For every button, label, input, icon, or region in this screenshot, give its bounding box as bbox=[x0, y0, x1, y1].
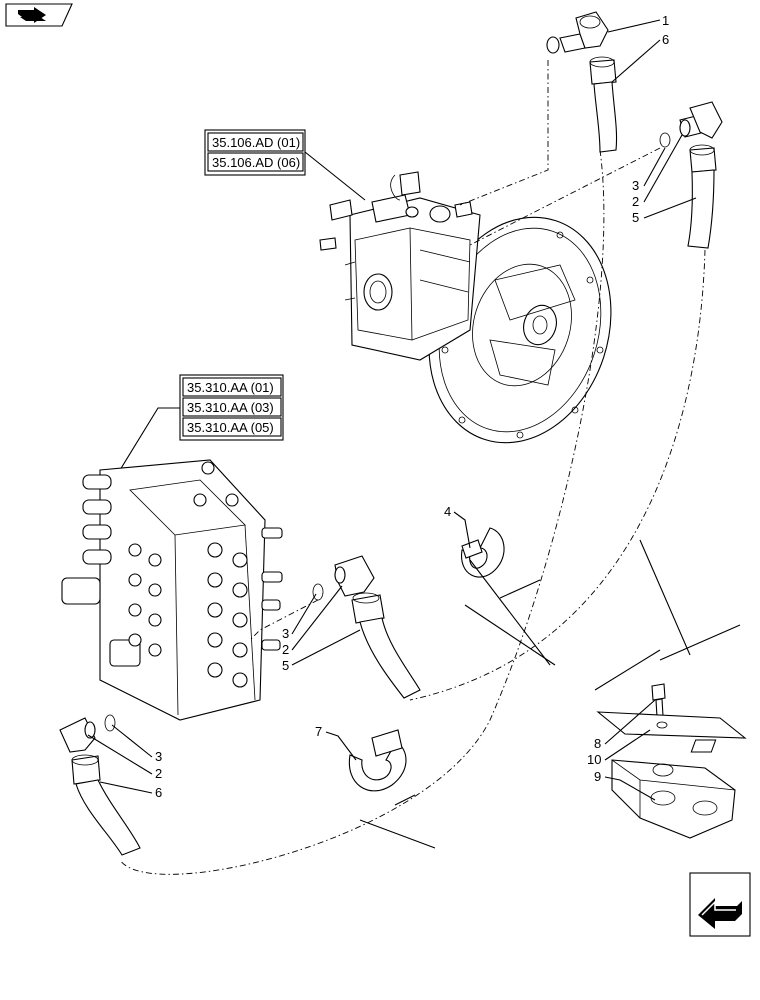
callout-labels: 1 6 3 2 5 4 3 2 5 3 2 6 7 8 10 9 bbox=[155, 13, 669, 800]
callout-3-low[interactable]: 3 bbox=[155, 749, 162, 764]
callout-5-top[interactable]: 5 bbox=[632, 210, 639, 225]
leader-lines bbox=[87, 19, 697, 801]
callout-2-mid[interactable]: 2 bbox=[282, 642, 289, 657]
callout-10[interactable]: 10 bbox=[587, 752, 601, 767]
callout-9[interactable]: 9 bbox=[594, 769, 601, 784]
hose-5-middle bbox=[351, 592, 421, 699]
elbow-fitting-right bbox=[659, 101, 723, 148]
hose-5-top bbox=[687, 144, 717, 249]
callout-8[interactable]: 8 bbox=[594, 736, 601, 751]
pump-ref-1[interactable]: 35.106.AD (01) bbox=[212, 135, 300, 150]
pump-ref-2[interactable]: 35.106.AD (06) bbox=[212, 155, 300, 170]
callout-4[interactable]: 4 bbox=[444, 504, 451, 519]
hose-6-lower bbox=[71, 754, 141, 856]
previous-page-arrow-icon[interactable] bbox=[689, 872, 751, 937]
elbow-fitting-1 bbox=[546, 11, 609, 54]
callout-1[interactable]: 1 bbox=[662, 13, 669, 28]
valve-ref-1[interactable]: 35.310.AA (01) bbox=[187, 380, 274, 395]
callout-5-mid[interactable]: 5 bbox=[282, 658, 289, 673]
callout-2-low[interactable]: 2 bbox=[155, 766, 162, 781]
hose-6-top bbox=[589, 56, 618, 153]
pump-reference-box: 35.106.AD (01) 35.106.AD (06) bbox=[204, 129, 366, 201]
callout-6-low[interactable]: 6 bbox=[155, 785, 162, 800]
book-arrow-icon[interactable] bbox=[5, 3, 73, 27]
routing-lines bbox=[119, 60, 706, 875]
hose-clamp-4 bbox=[461, 527, 556, 666]
control-valve bbox=[61, 459, 283, 721]
clamp-block-assembly bbox=[594, 539, 747, 839]
valve-ref-2[interactable]: 35.310.AA (03) bbox=[187, 400, 274, 415]
hydraulic-pump bbox=[319, 171, 612, 444]
callout-6-top[interactable]: 6 bbox=[662, 32, 669, 47]
callout-3-top[interactable]: 3 bbox=[632, 178, 639, 193]
hose-clamp-7 bbox=[348, 729, 436, 849]
callout-3-mid[interactable]: 3 bbox=[282, 626, 289, 641]
valve-reference-box: 35.310.AA (01) 35.310.AA (03) 35.310.AA … bbox=[119, 374, 284, 471]
valve-ref-3[interactable]: 35.310.AA (05) bbox=[187, 420, 274, 435]
callout-7[interactable]: 7 bbox=[315, 724, 322, 739]
elbow-fitting-lower bbox=[59, 714, 116, 753]
callout-2-top[interactable]: 2 bbox=[632, 194, 639, 209]
